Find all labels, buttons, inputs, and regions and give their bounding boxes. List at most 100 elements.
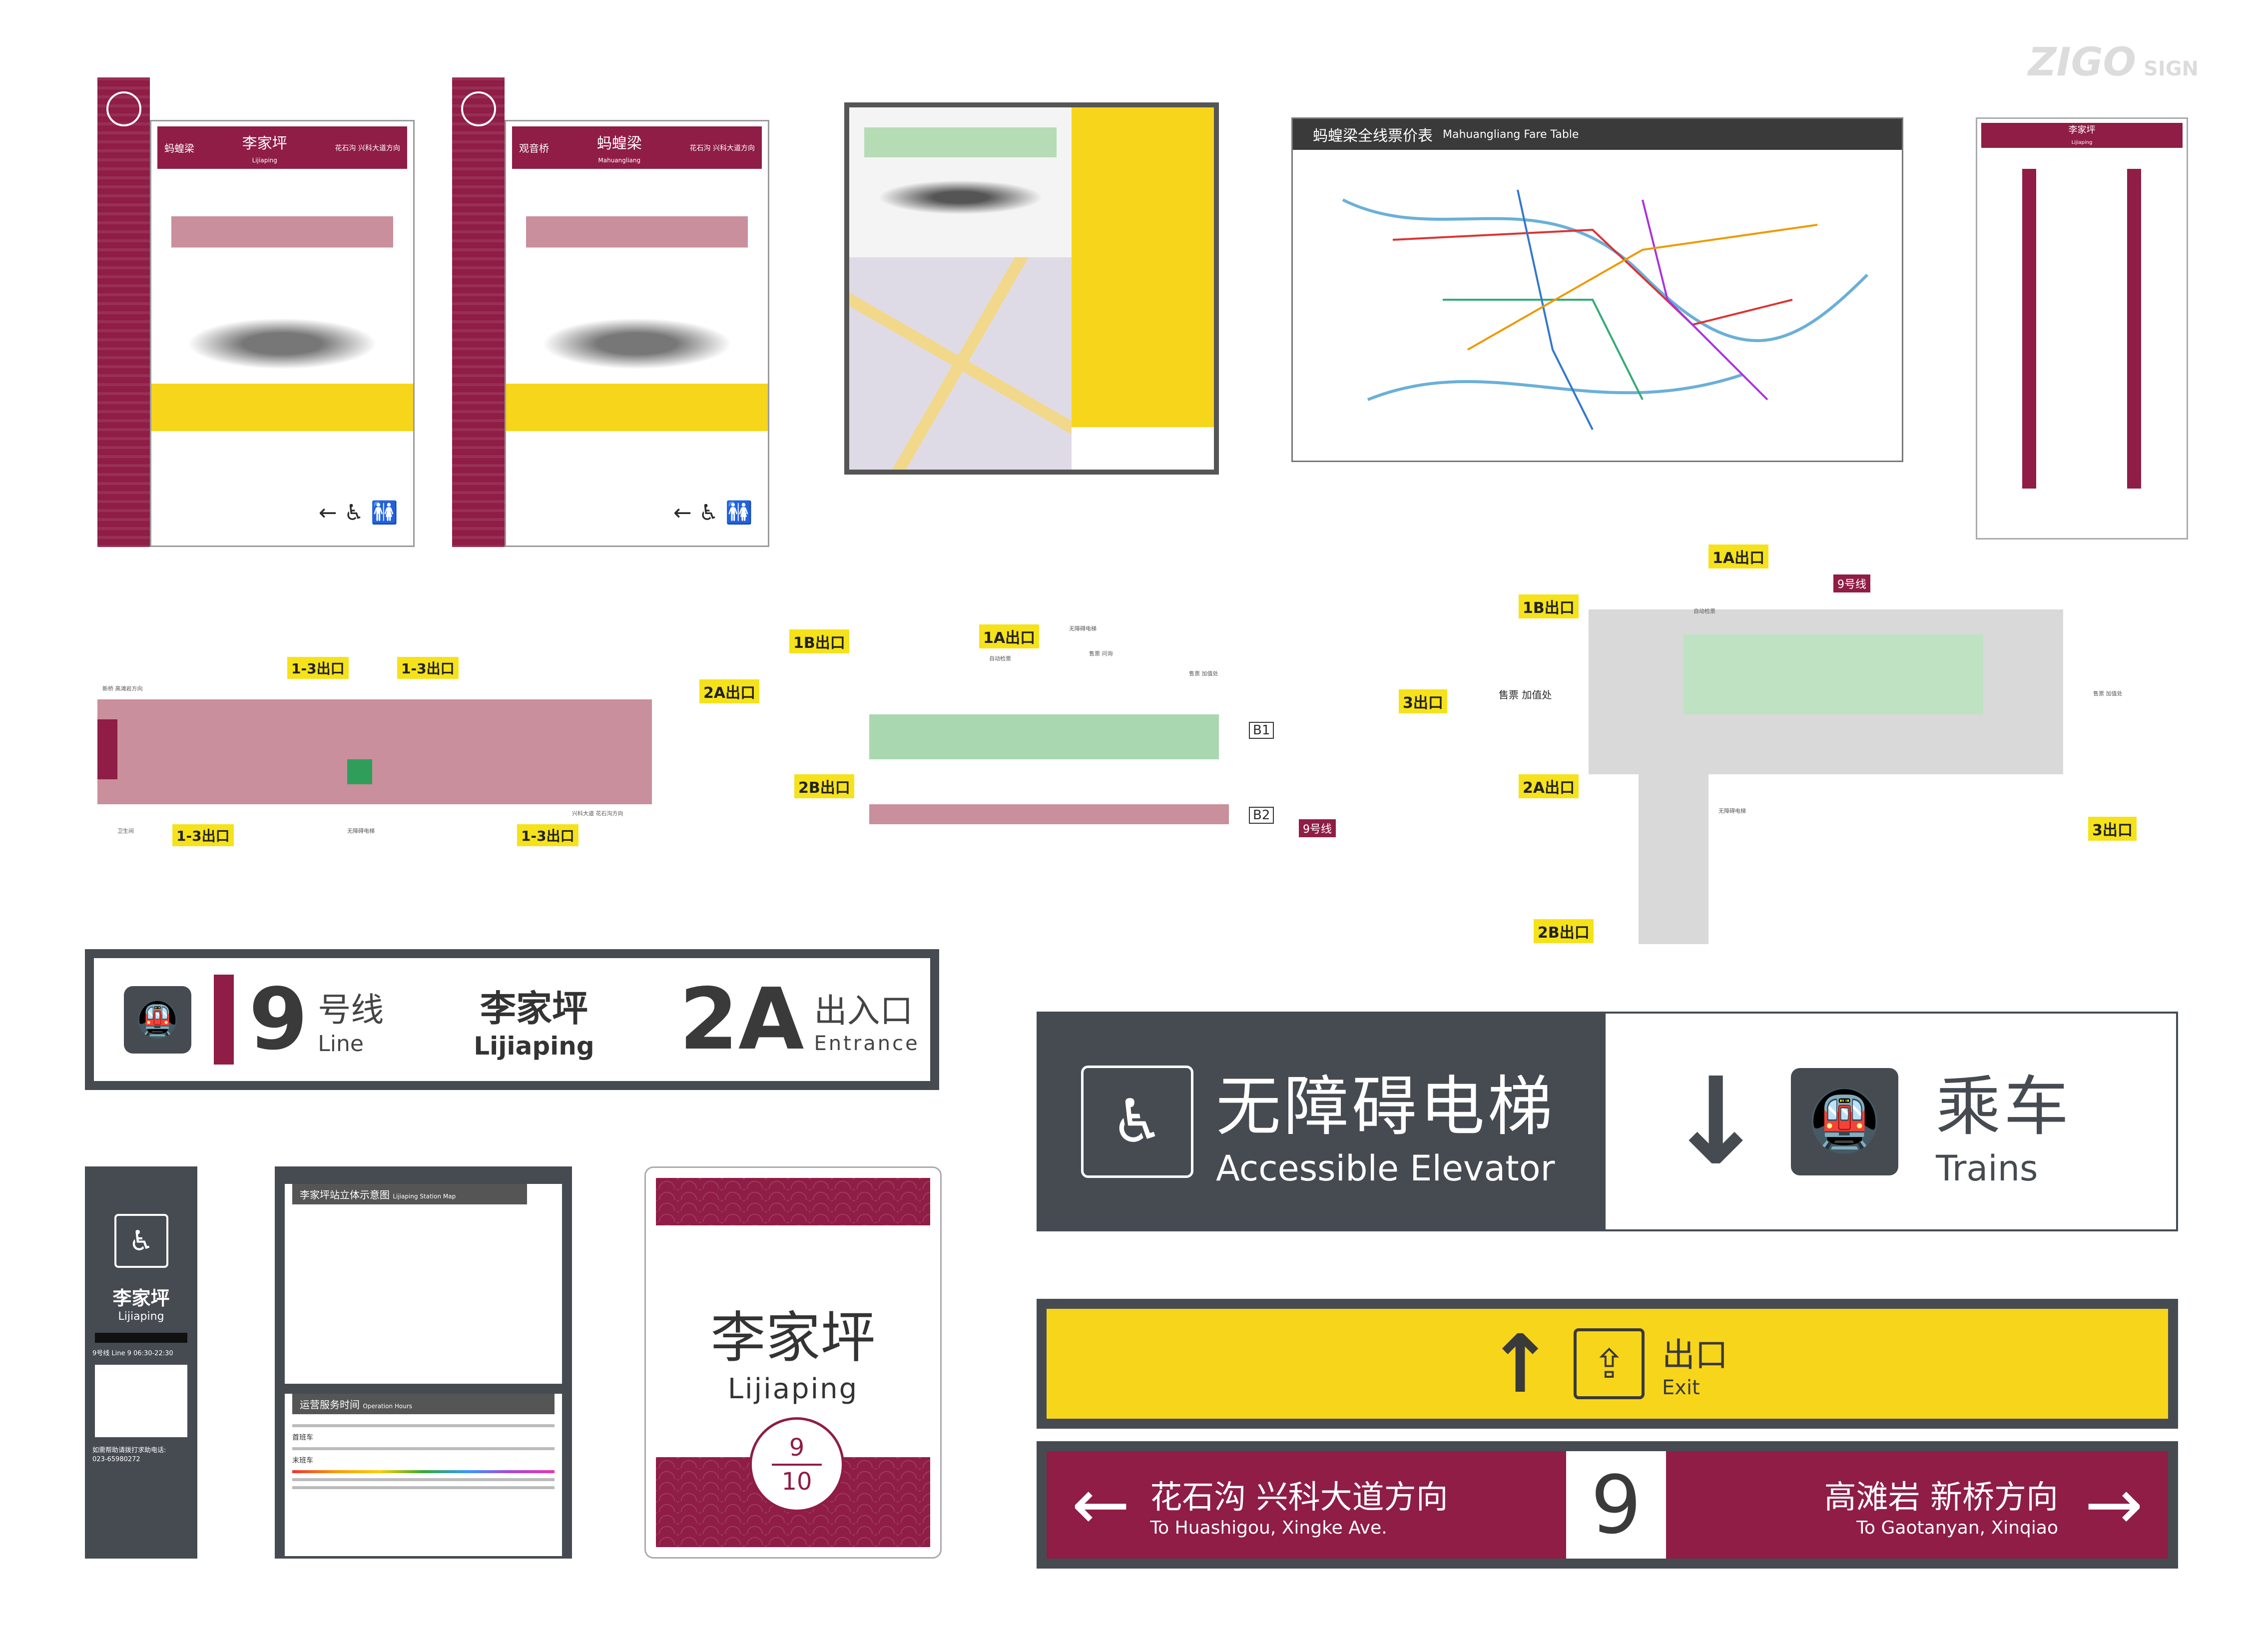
metro-logo-icon-2 bbox=[461, 91, 496, 126]
exit-sign: ↑ ⇪ 出口 Exit bbox=[1037, 1299, 2178, 1429]
direction-sign: ← 花石沟 兴科大道方向 To Huashigou, Xingke Ave. 9… bbox=[1037, 1441, 2178, 1569]
pillar-black-band bbox=[95, 1333, 187, 1343]
platform-exit-label-3: 1-3出口 bbox=[172, 824, 234, 846]
panel1-prev-station: 蚂蝗梁 bbox=[164, 142, 194, 154]
panel2-side-stripe bbox=[452, 77, 505, 547]
panel2-3d-diagram bbox=[526, 314, 748, 374]
station-3d-diagram: 1B出口 1A出口 2A出口 2B出口 3出口 B1 B2 9号线 无障碍电梯 … bbox=[689, 614, 1449, 874]
line-en: Line bbox=[318, 1031, 364, 1057]
info-timetable: 首班车 末班车 bbox=[292, 1424, 555, 1489]
card-station-en: Lijiaping bbox=[727, 1373, 859, 1405]
card-line-top: 9 bbox=[789, 1434, 805, 1462]
fare-table-title-en: Mahuangliang Fare Table bbox=[1443, 128, 1579, 141]
fp-ticket-right: 售票 加值处 bbox=[2093, 690, 2123, 697]
entrance-station-en: Lijiaping bbox=[474, 1031, 594, 1061]
mid-label-fare: 售票 加值处 bbox=[1189, 670, 1218, 677]
fare-table-header: 蚂蝗梁全线票价表 Mahuangliang Fare Table bbox=[1293, 119, 1902, 150]
platform-elevator-block bbox=[347, 759, 372, 784]
fp-exit-1b: 1B出口 bbox=[1519, 594, 1579, 618]
line-strip-station-en: Lijiaping bbox=[2071, 140, 2093, 145]
entrance-station-cn: 李家坪 bbox=[480, 987, 588, 1030]
entrance-sign: 🚇 9 号线 Line 李家坪 Lijiaping 2A 出入口 Entranc… bbox=[85, 949, 939, 1090]
exit-cn: 出口 bbox=[1662, 1336, 1728, 1374]
line-cn: 号线 bbox=[318, 990, 384, 1029]
platform-dir-left: 新桥 高滩岩方向 bbox=[102, 685, 143, 692]
card-station-cn: 李家坪 bbox=[710, 1306, 876, 1370]
platform-end-block bbox=[97, 719, 117, 779]
fare-network-map bbox=[1342, 189, 1869, 430]
accessible-elevator-icon: ♿ bbox=[1081, 1065, 1193, 1178]
line-strip-left-line bbox=[2022, 169, 2036, 489]
panel1-direction: 花石沟 兴科大道方向 bbox=[335, 144, 400, 152]
line-badge-mid: 9号线 bbox=[1299, 819, 1336, 837]
dir-right-en: To Gaotanyan, Xinqiao bbox=[1856, 1518, 2058, 1538]
panel1-board: 蚂蝗梁 李家坪 Lijiaping 花石沟 兴科大道方向 ← ♿ 🚻 bbox=[150, 120, 415, 547]
platform-dir-right: 兴科大道 花石沟方向 bbox=[572, 810, 623, 817]
fp-check: 自动检票 bbox=[1693, 608, 1715, 614]
pillar-station-en: Lijiaping bbox=[118, 1310, 164, 1323]
entrance-code: 2A bbox=[679, 970, 804, 1069]
panel1-side-stripe bbox=[97, 77, 150, 547]
info-board: 李家坪站立体示意图 Lijiaping Station Map 运营服务时间 O… bbox=[275, 1166, 572, 1559]
exit-3: 3出口 bbox=[1399, 689, 1447, 713]
panel1-plan-diagram bbox=[171, 179, 393, 304]
panel1-footer-icons: ← ♿ 🚻 bbox=[318, 500, 398, 526]
exit-sign-panel: ↑ ⇪ 出口 Exit bbox=[1047, 1309, 2168, 1419]
info-hours-title-en: Operation Hours bbox=[363, 1403, 413, 1410]
metro-logo-icon bbox=[106, 91, 141, 126]
platform-diagram-left: 1-3出口 1-3出口 1-3出口 1-3出口 卫生间 无障碍电梯 新桥 高滩岩… bbox=[97, 649, 657, 849]
station-concourse bbox=[869, 714, 1219, 759]
brand-logo-sub: SIGN bbox=[2144, 57, 2199, 80]
trains-sign-right: ↓ 🚇 乘车 Trains bbox=[1606, 1014, 2176, 1229]
panel1-current-station: 李家坪 Lijiaping bbox=[242, 134, 287, 164]
entrance-cn: 出入口 bbox=[814, 992, 913, 1030]
station-platform-b2 bbox=[869, 804, 1229, 824]
map-board-station-diagram bbox=[849, 107, 1072, 257]
platform-exit-label-4: 1-3出口 bbox=[517, 824, 578, 846]
fp-exit-2a: 2A出口 bbox=[1519, 774, 1579, 798]
line-number: 9 bbox=[249, 970, 308, 1069]
panel2-direction: 花石沟 兴科大道方向 bbox=[689, 144, 755, 152]
mid-label-check: 自动检票 bbox=[989, 655, 1011, 662]
info-hours-title: 运营服务时间 bbox=[300, 1399, 360, 1411]
pillar-sign: ♿ 李家坪 Lijiaping 9号线 Line 9 06:30-22:30 如… bbox=[85, 1166, 197, 1559]
card-line-bottom: 10 bbox=[781, 1468, 812, 1496]
elevator-sign-left: ♿ 无障碍电梯 Accessible Elevator bbox=[1039, 1014, 1606, 1229]
panel2-current-station: 蚂蝗梁 Mahuangliang bbox=[596, 134, 642, 164]
exit-2a: 2A出口 bbox=[699, 679, 760, 703]
exit-1a: 1A出口 bbox=[979, 624, 1040, 648]
info-map-title: 李家坪站立体示意图 bbox=[300, 1189, 390, 1201]
elevator-trains-sign: ♿ 无障碍电梯 Accessible Elevator ↓ 🚇 乘车 Train… bbox=[1037, 1012, 2178, 1231]
panel2-plan-diagram bbox=[526, 179, 748, 304]
arrow-left-icon: ← bbox=[1072, 1464, 1130, 1546]
entrance-en: Entrance bbox=[814, 1032, 920, 1055]
dir-right-cn: 高滩岩 新桥方向 bbox=[1824, 1479, 2058, 1516]
fare-table-board: 蚂蝗梁全线票价表 Mahuangliang Fare Table bbox=[1291, 117, 1903, 462]
station-card: 李家坪 Lijiaping 9 10 bbox=[644, 1166, 942, 1559]
dir-line-box: 9 bbox=[1566, 1451, 1666, 1559]
pillar-hours: 9号线 Line 9 06:30-22:30 bbox=[92, 1350, 173, 1357]
dir-left-en: To Huashigou, Xingke Ave. bbox=[1150, 1518, 1387, 1538]
fp-exit-3: 3出口 bbox=[2088, 817, 2137, 841]
level-b1: B1 bbox=[1249, 722, 1274, 739]
fp-exit-1a: 1A出口 bbox=[1708, 545, 1769, 568]
line-strip-header: 李家坪 Lijiaping bbox=[1981, 123, 2183, 148]
fare-table-title: 蚂蝗梁全线票价表 bbox=[1313, 127, 1433, 145]
trains-icon: 🚇 bbox=[1791, 1068, 1899, 1175]
exit-1b: 1B出口 bbox=[789, 629, 849, 653]
info-map-title-bar: 李家坪站立体示意图 Lijiaping Station Map bbox=[292, 1184, 527, 1204]
line-strip-right-line bbox=[2127, 169, 2141, 489]
arrow-down-icon: ↓ bbox=[1666, 1052, 1766, 1191]
pillar-phone: 023-65980272 bbox=[92, 1456, 140, 1463]
platform-elevator-label: 无障碍电梯 bbox=[347, 828, 375, 834]
pillar-help: 如需帮助请拨打求助电话: bbox=[92, 1447, 166, 1454]
brand-logo: ZIGO SIGN bbox=[2028, 40, 2238, 85]
platform-exit-label-2: 1-3出口 bbox=[397, 657, 459, 679]
mid-label-ticket: 售票 问询 bbox=[1089, 650, 1113, 657]
panel2-prev-station: 观音桥 bbox=[519, 142, 549, 154]
map-board-legend bbox=[1072, 427, 1214, 470]
floor-paid-area bbox=[1684, 634, 1983, 714]
line-strip-board: 李家坪 Lijiaping bbox=[1976, 117, 2188, 540]
map-board-exit-list bbox=[1072, 107, 1214, 427]
map-board bbox=[844, 102, 1219, 475]
